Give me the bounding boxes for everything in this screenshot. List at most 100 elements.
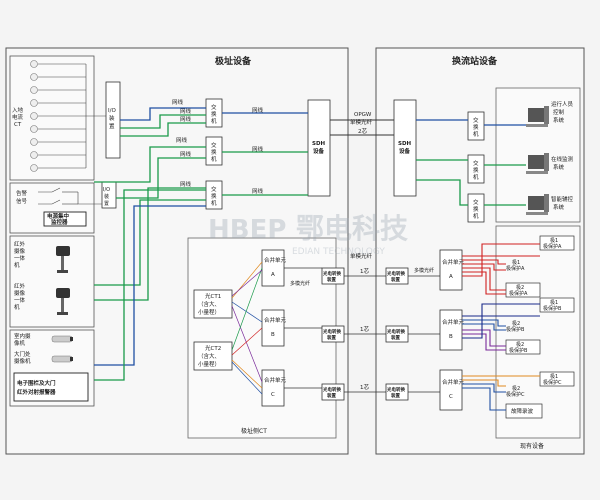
fence-label-2: 红外对射报警器 [17,388,56,396]
svg-text:光电转换装置: 光电转换装置 [322,328,341,341]
svg-text:EDIAN TECHNOLOGY: EDIAN TECHNOLOGY [292,247,385,257]
converter-site-a: 光电转换装置 [321,267,345,285]
svg-text:交换机: 交换机 [211,185,217,207]
optical-ct1-label: 光CT1（含大、小量程） [198,292,221,316]
infrared-label-1: 红外摄像一体机 [14,240,26,269]
computer-icon [526,106,549,127]
multi-mode-label-station: 多模光纤 [414,267,434,274]
core2-label: 2芯 [358,127,367,135]
indoor-camera-icon [51,335,73,343]
converter-site-b: 光电转换装置 [321,325,345,343]
svg-text:交换机: 交换机 [211,141,217,163]
indoor-cam-label: 室内摄像机 [14,332,31,347]
svg-text:网线: 网线 [172,98,184,106]
infrared-label-2: 红外摄像一体机 [14,282,26,311]
station-switch-1: 交换机 [467,111,485,141]
optical-ct2 [193,341,233,371]
alarm-switches [38,187,102,205]
power-monitor-1: 电源集中 [47,212,70,220]
converter-station-c: 光电转换装置 [385,383,409,401]
converter-site-c: 光电转换装置 [321,383,345,401]
ct-panel [9,55,95,181]
svg-text:网线: 网线 [180,180,192,188]
converter-station-a: 光电转换装置 [385,267,409,285]
opgw-label-1: OPGW [354,112,372,118]
alarm-label-2: 信号 [16,197,28,205]
svg-text:交换机: 交换机 [473,116,479,138]
station-switch-3: 交换机 [467,193,485,223]
infrared-camera-icon [56,288,70,315]
optical-ct1 [193,289,233,319]
svg-text:鄂电科技: 鄂电科技 [296,212,408,245]
svg-text:网线: 网线 [180,150,192,158]
network-cables [94,107,526,381]
system-label-3: 智能辅控系统 [551,195,574,211]
svg-text:网线: 网线 [176,136,188,144]
computer-icon [526,153,549,174]
ct-label-1: 入地 [12,106,24,114]
infrared-panel [9,235,95,328]
site-switch-3: 交换机 [205,180,223,210]
core1-label-a: 1芯 [360,267,369,275]
ct-label-3: CT [14,122,22,128]
ct-fibers [231,261,263,395]
svg-text:网线: 网线 [252,187,264,195]
svg-text:网线: 网线 [180,115,192,123]
multi-mode-label-site: 多模光纤 [290,280,310,287]
alarm-label-1: 告警 [16,189,28,197]
power-monitor-2: 监控器 [51,218,68,226]
svg-text:交换机: 交换机 [211,103,217,125]
fence-label-1: 电子围栏及大门 [17,379,56,387]
gate-cam-label: 大门处摄像机 [14,350,31,365]
infrared-camera-icon [56,246,70,273]
svg-text:光电转换装置: 光电转换装置 [386,328,405,341]
station-title: 换流站设备 [452,55,498,67]
watermark: HBEP 鄂电科技 EDIAN TECHNOLOGY [208,212,408,257]
protection-wires [462,243,540,411]
ct-label-2: 电流 [12,113,24,121]
svg-text:网线: 网线 [252,145,264,153]
svg-text:交换机: 交换机 [473,159,479,181]
fault-recorder-label: 故障录波 [511,407,534,415]
svg-text:交换机: 交换机 [473,198,479,220]
fault-recorder [505,403,543,419]
single-mode-label: 单模光纤 [350,252,373,260]
gate-camera-icon [51,355,73,363]
converter-station-b: 光电转换装置 [385,325,409,343]
station-switch-2: 交换机 [467,154,485,184]
ct-frame-title: 极址侧CT [241,427,267,435]
svg-text:光电转换装置: 光电转换装置 [322,270,341,283]
opgw-label-2: 单模光纤 [350,118,373,126]
system-label-1: 运行人员控制系统 [551,100,574,124]
site-switch-1: 交换机 [205,98,223,128]
svg-text:光电转换装置: 光电转换装置 [386,386,405,399]
core1-label-c: 1芯 [360,383,369,391]
